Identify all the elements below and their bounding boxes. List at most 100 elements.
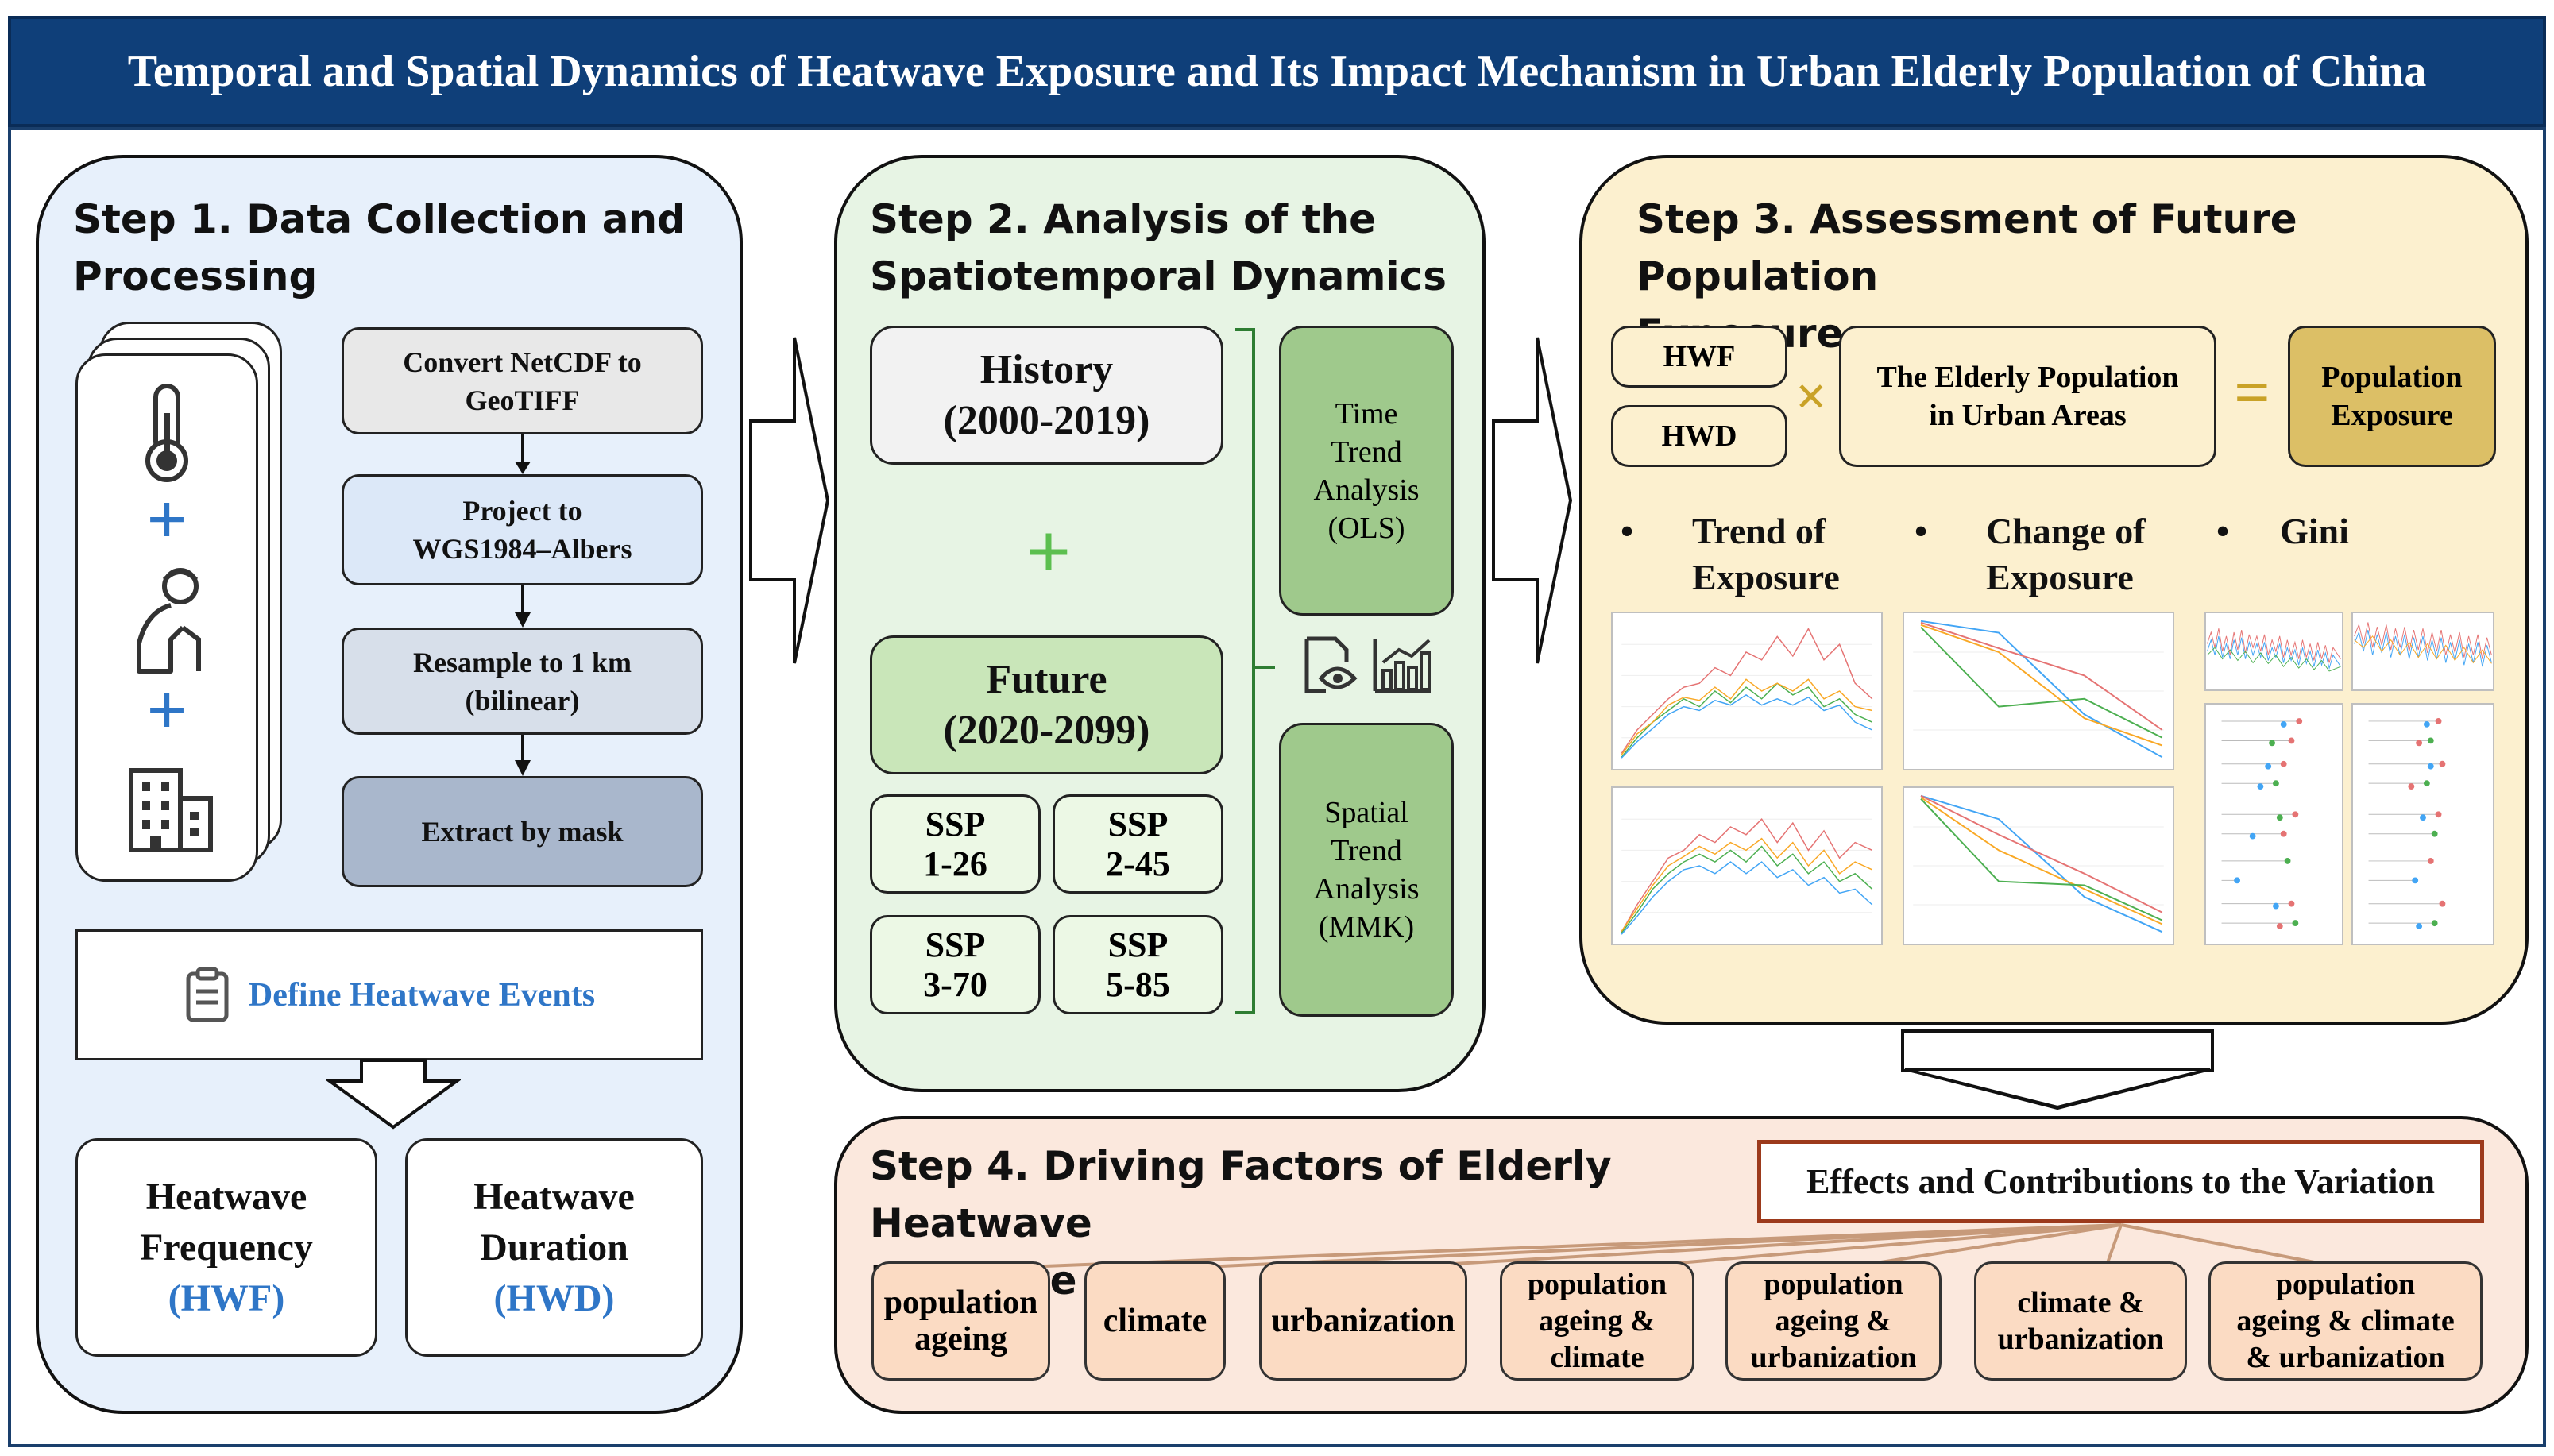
step2-number: Step 2. bbox=[870, 196, 1030, 242]
factor-line2: ageing & climate bbox=[2236, 1304, 2455, 1338]
hwd-box: HWD bbox=[1611, 405, 1787, 467]
eye-document-icon bbox=[1304, 636, 1358, 693]
output-line2: Duration bbox=[480, 1226, 628, 1269]
time-trend-line: Analysis bbox=[1313, 473, 1420, 507]
output-line1: Heatwave bbox=[473, 1175, 635, 1218]
ssp-label: SSP bbox=[925, 804, 986, 844]
elderly-population-box: The Elderly Population in Urban Areas bbox=[1839, 326, 2216, 467]
factor-line1: climate & bbox=[2017, 1286, 2144, 1319]
process-step-line2: WGS1984–Albers bbox=[412, 533, 632, 565]
gini-chart-thumbnail-1 bbox=[2204, 612, 2343, 691]
building-icon bbox=[129, 768, 213, 852]
ssp-value: 2-45 bbox=[1106, 844, 1170, 883]
gini-dot-plot-thumbnail-2 bbox=[2351, 703, 2494, 945]
plus-icon: + bbox=[146, 481, 187, 559]
bullet-line1: Gini bbox=[2280, 511, 2349, 551]
trend-chart-thumbnail-2 bbox=[1611, 786, 1883, 945]
elderly-person-icon bbox=[137, 568, 201, 674]
elderly-line1: The Elderly Population bbox=[1876, 361, 2179, 394]
bullet-icon: • bbox=[2216, 511, 2230, 551]
change-chart-thumbnail-1 bbox=[1903, 612, 2174, 770]
process-step-line1: Convert NetCDF to bbox=[403, 346, 642, 378]
arrow-define-down bbox=[326, 1059, 461, 1130]
change-chart-thumbnail-2 bbox=[1903, 786, 2174, 945]
define-heatwave-label: Define Heatwave Events bbox=[248, 976, 596, 1014]
arrow-step1-to-step2 bbox=[749, 337, 830, 664]
step2-title-line2: Spatiotemporal Dynamics bbox=[870, 253, 1447, 299]
plus-icon: + bbox=[146, 671, 187, 750]
future-box: Future (2020-2099) bbox=[870, 635, 1223, 774]
future-years: (2020-2099) bbox=[943, 707, 1150, 753]
arrow-step2-to-step3 bbox=[1492, 337, 1573, 664]
factor-climate-urbanization: climate & urbanization bbox=[1974, 1261, 2187, 1381]
history-box: History(2000-2019) bbox=[870, 326, 1223, 465]
bullet-line2: Exposure bbox=[1692, 557, 1840, 597]
factor-line1: population bbox=[1764, 1268, 1903, 1301]
factor-line2: ageing bbox=[914, 1321, 1007, 1358]
output-abbr: (HWF) bbox=[168, 1276, 285, 1319]
step1-title-line1: Data Collection and bbox=[246, 196, 686, 242]
ssp-value: 5-85 bbox=[1106, 964, 1170, 1004]
thermometer-icon bbox=[145, 384, 188, 482]
spatial-trend-line: Spatial bbox=[1324, 796, 1408, 829]
document-icon bbox=[186, 967, 229, 1022]
step1-number: Step 1. bbox=[73, 196, 233, 242]
process-step-extract: Extract by mask bbox=[342, 776, 703, 887]
ssp-label: SSP bbox=[925, 925, 986, 964]
multiply-icon: × bbox=[1795, 366, 1827, 427]
hwf-box: HWF bbox=[1611, 326, 1787, 388]
equals-icon: = bbox=[2234, 358, 2270, 428]
time-trend-line: (OLS) bbox=[1327, 511, 1405, 545]
future-label: Future bbox=[986, 656, 1107, 702]
factor-line3: climate bbox=[1550, 1341, 1644, 1374]
output-line2: Frequency bbox=[140, 1226, 313, 1269]
define-heatwave-box: Define Heatwave Events bbox=[75, 929, 703, 1060]
step3-title-line1: Assessment of Future Population bbox=[1636, 196, 2297, 299]
gini-dot-plot-thumbnail-1 bbox=[2204, 703, 2343, 945]
bullet-line1: Change of bbox=[1986, 511, 2146, 551]
page-title: Temporal and Spatial Dynamics of Heatwav… bbox=[8, 16, 2546, 127]
process-step-line1: Extract by mask bbox=[421, 816, 624, 848]
bullet-line1: Trend of bbox=[1692, 511, 1826, 551]
arrow-step3-to-step4 bbox=[1901, 1029, 2214, 1110]
process-step-line2: (bilinear) bbox=[465, 684, 580, 716]
factor-line3: urbanization bbox=[1750, 1341, 1917, 1374]
output-line1: Heatwave bbox=[145, 1175, 307, 1218]
ssp-value: 1-26 bbox=[923, 844, 987, 883]
ssp-value: 3-70 bbox=[923, 964, 987, 1004]
spatial-trend-line: (MMK) bbox=[1318, 910, 1415, 944]
factor-line1: population bbox=[883, 1284, 1038, 1321]
ssp-label: SSP bbox=[1107, 925, 1169, 964]
spatial-trend-box: Spatial Trend Analysis (MMK) bbox=[1279, 723, 1454, 1017]
effects-box: Effects and Contributions to the Variati… bbox=[1757, 1140, 2484, 1223]
time-trend-box: Time Trend Analysis (OLS) bbox=[1279, 326, 1454, 616]
elderly-line2: in Urban Areas bbox=[1929, 399, 2127, 432]
history-label: History bbox=[979, 346, 1114, 392]
bar-chart-icon bbox=[1373, 639, 1431, 693]
factor-line3: & urbanization bbox=[2246, 1341, 2445, 1374]
process-step-line1: Resample to 1 km bbox=[413, 646, 632, 678]
factor-line1: population bbox=[1527, 1268, 1667, 1301]
factor-line1: population bbox=[2275, 1268, 2416, 1301]
factor-line2: urbanization bbox=[1997, 1323, 2164, 1356]
step1-title-line2: Processing bbox=[73, 253, 318, 299]
plus-icon: + bbox=[1026, 508, 1072, 596]
factor-urbanization: urbanization bbox=[1259, 1261, 1467, 1381]
trend-chart-thumbnail-1 bbox=[1611, 612, 1883, 770]
factor-climate: climate bbox=[1084, 1261, 1226, 1381]
step4-title-line1: Driving Factors of Elderly Heatwave bbox=[870, 1143, 1612, 1246]
gini-chart-thumbnail-2 bbox=[2351, 612, 2494, 691]
exposure-line2: Exposure bbox=[2331, 399, 2453, 432]
